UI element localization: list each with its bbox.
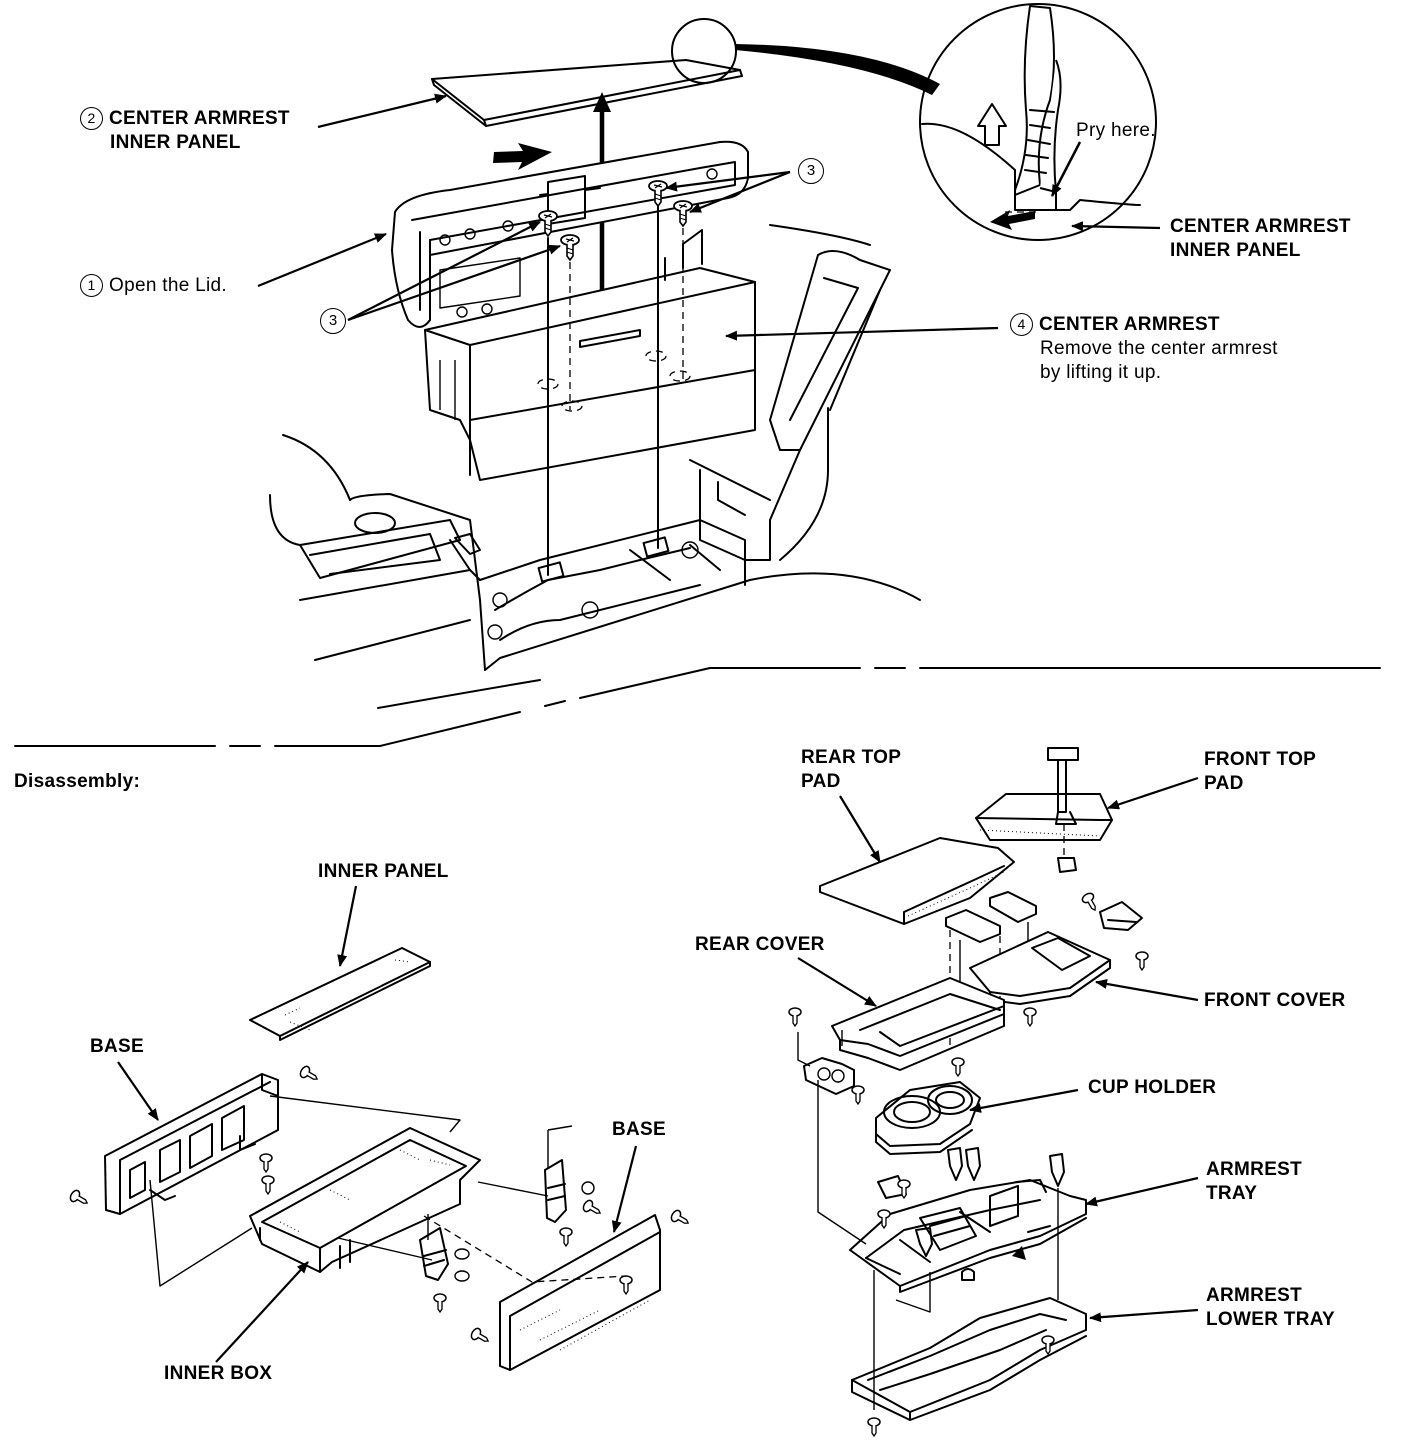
label-pry-here: Pry here. [1076,120,1156,141]
circled-number-icon: 4 [1010,313,1033,336]
inner-panel-lifted [431,59,743,127]
label-rear-cover: REAR COVER [695,934,825,955]
cup-holder-part [875,1081,981,1155]
hinge-parts-left [419,1159,604,1313]
bottom-leaders [117,776,1199,1363]
assembly-lines-left [149,1095,627,1287]
label-front-cover: FRONT COVER [1204,990,1346,1011]
label-armrest-tray: ARMREST TRAY [1206,1159,1303,1204]
label-front-top-pad: FRONT TOP PAD [1204,749,1317,794]
label-base-left: BASE [90,1036,144,1057]
disassembly-right-illustration [788,747,1149,1437]
armrest-lower-tray-part [851,1297,1087,1437]
rear-cover-part [788,977,1005,1077]
label-inner-panel: INNER PANEL [318,861,449,882]
disassembly-left-illustration [67,947,692,1371]
label-inner-box: INNER BOX [164,1363,273,1384]
label-rear-top-pad: REAR TOP PAD [801,747,902,792]
rear-top-pad-part [819,837,1015,925]
front-top-pad-part [975,747,1113,873]
step3-marker-left: 3 [320,308,346,334]
label-cup-holder: CUP HOLDER [1088,1077,1217,1098]
circled-number-icon: 1 [80,274,103,297]
armrest-box [424,229,756,481]
disassembly-heading: Disassembly: [14,771,141,792]
detail-circle [919,3,1157,241]
armrest-tray-part [849,1147,1087,1293]
armrest-assembly-illustration [14,18,1381,747]
step3-marker-right: 3 [798,158,824,184]
scene-separator [14,667,1381,747]
console-base [269,434,921,709]
left-base-part [67,1064,321,1215]
label-base-right: BASE [612,1119,666,1140]
label-detail-center-armrest-inner-panel: CENTER ARMREST INNER PANEL [1170,216,1351,261]
hinge-bracket-right [797,1032,865,1105]
screw-paths [537,205,691,576]
side-trim [689,224,891,561]
assembly-lines-right [817,1030,1059,1410]
label-armrest-lower-tray: ARMREST LOWER TRAY [1206,1285,1335,1330]
right-base-part [468,1208,692,1371]
circled-number-icon: 2 [80,107,103,130]
front-cover-part [969,890,1149,1027]
top-leaders [257,93,1161,341]
inner-box-part [249,1127,481,1273]
